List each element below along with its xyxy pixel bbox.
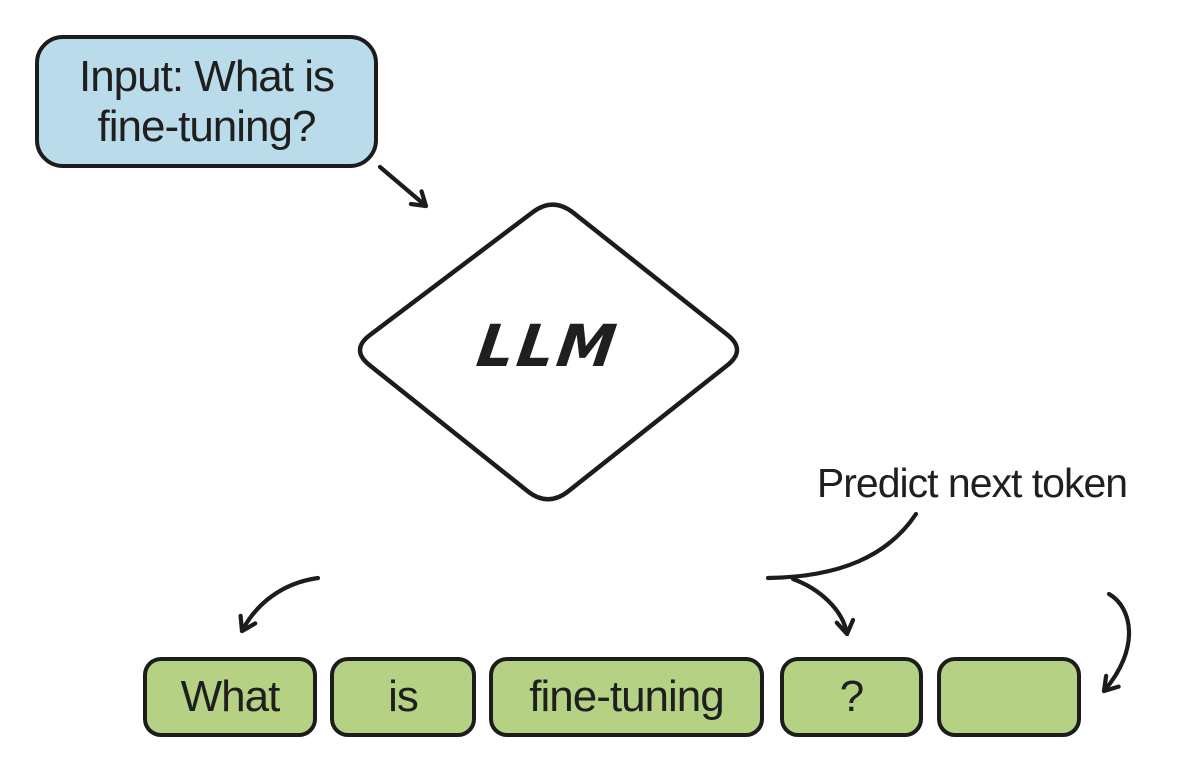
next-token-arrow xyxy=(1101,591,1132,694)
token-what-label: What xyxy=(180,672,281,721)
token-question-mark-label: ? xyxy=(839,672,865,721)
input-bubble: Input: What is fine-tuning? xyxy=(35,35,378,168)
llm-node-label: LLM xyxy=(472,312,624,380)
llm-diamond-node xyxy=(357,202,740,502)
token-fine-tuning-label: fine-tuning xyxy=(529,672,724,721)
token-is: is xyxy=(330,657,476,737)
predict-token-arrow xyxy=(790,576,856,637)
token-question-mark: ? xyxy=(780,657,923,737)
predict-annotation-curve xyxy=(765,511,919,581)
token-what: What xyxy=(143,657,317,737)
token-what-arrow xyxy=(238,575,321,634)
token-fine-tuning: fine-tuning xyxy=(489,657,764,737)
predict-next-token-label: Predict next token xyxy=(816,460,1128,506)
input-bubble-line1: Input: What is xyxy=(78,52,335,102)
input-to-llm-arrow xyxy=(377,164,429,209)
input-bubble-line2: fine-tuning? xyxy=(97,101,317,151)
token-empty-next xyxy=(937,657,1081,737)
token-is-label: is xyxy=(388,672,419,721)
